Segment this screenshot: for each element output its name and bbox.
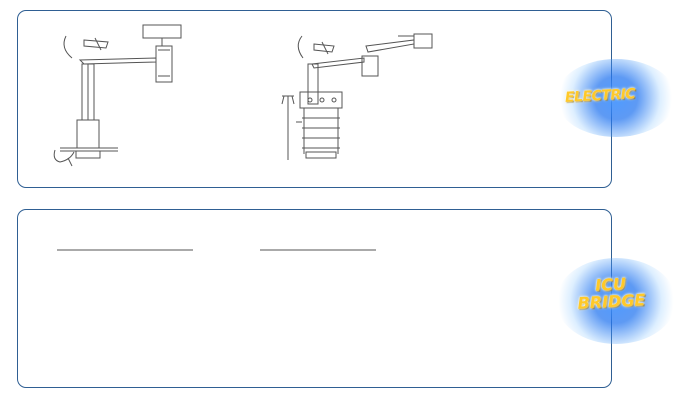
icu-label-line2: BRIDGE [577,290,646,313]
electric-pendant-double-arm [281,33,433,160]
icu-bridge-label: ICU BRIDGE [565,274,657,313]
icu-bridge-badge-glow [556,258,676,344]
electric-badge-glow [556,59,676,137]
electric-pendant-single-arm [53,24,182,167]
icu-bridge-panel [17,209,612,388]
